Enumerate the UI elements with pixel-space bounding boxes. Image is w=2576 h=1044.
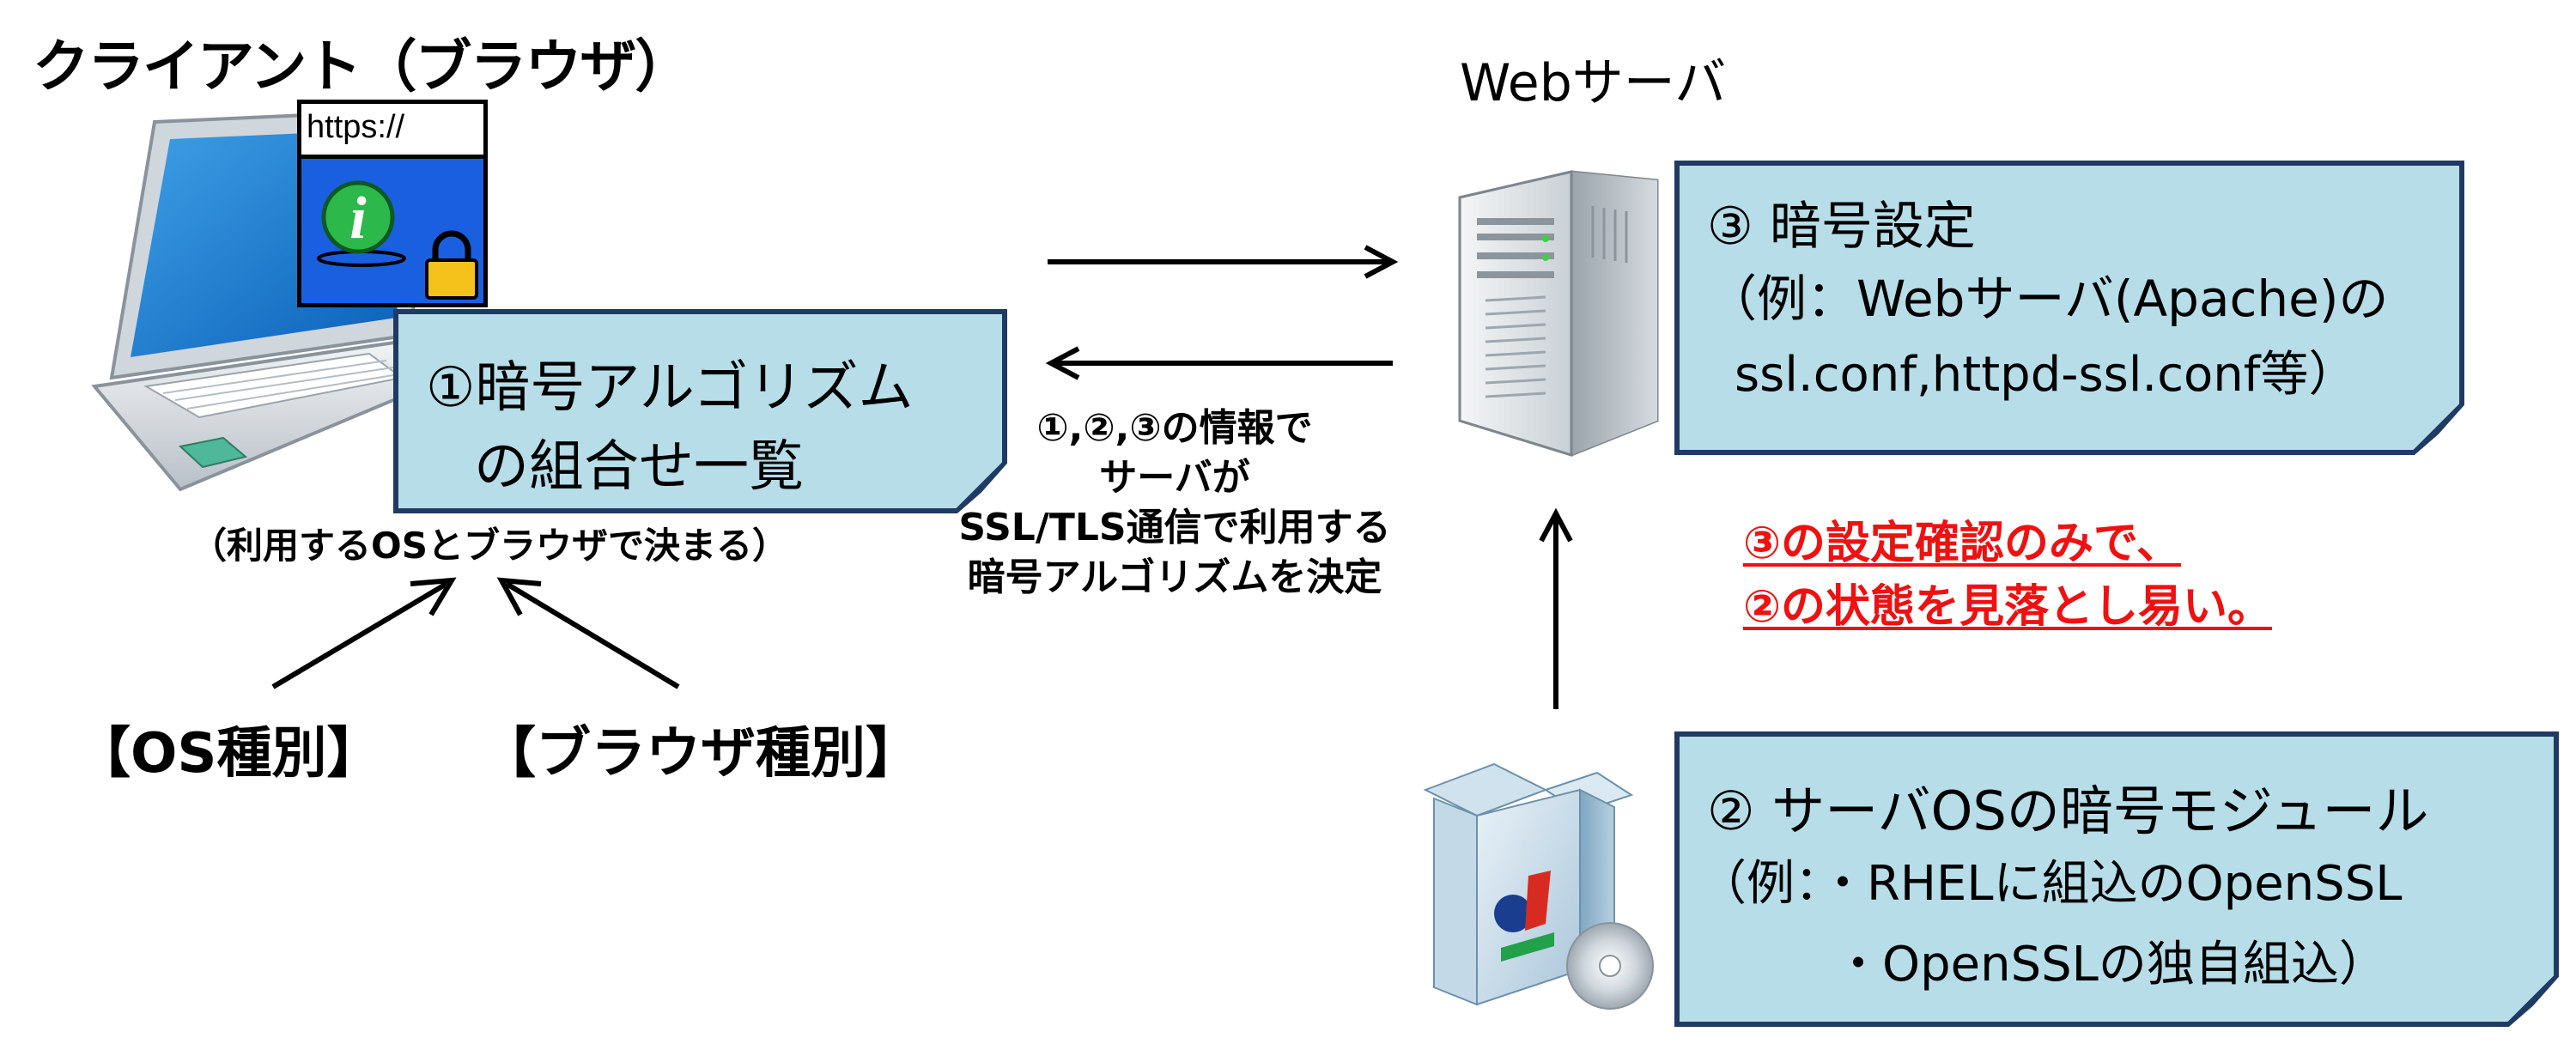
browser-window-icon: https:// i [297,100,488,307]
description-line3: SSL/TLS通信で利用する [958,506,1391,549]
client-title: クライアント（ブラウザ） [33,33,691,100]
cipher-list-caption: （利用するOSとブラウザで決まる） [191,525,788,567]
folded-corner-icon [954,460,1007,513]
cipher-config-line3: ssl.conf,httpd-ssl.conf等） [1735,347,2357,403]
cipher-list-line2: の組合せ一覧 [474,435,804,499]
svg-text:i: i [349,185,367,252]
negotiation-description: ①,②,③の情報で サーバが SSL/TLS通信で利用する 暗号アルゴリズムを決… [934,404,1415,603]
server-title: Webサーバ [1460,53,1727,113]
cd-disc-icon [1566,922,1654,1010]
browser-type-arrowhead [496,577,542,616]
folded-corner-icon [2411,402,2464,455]
description-line2: サーバが [1099,456,1250,500]
description-line1: ①,②,③の情報で [1036,406,1313,450]
cipher-config-line1: ③ 暗号設定 [1707,197,1976,257]
server-module-line2: （例：・RHELに組込のOpenSSL [1698,856,2403,912]
description-line4: 暗号アルゴリズムを決定 [967,555,1382,599]
client-to-server-arrowhead [1364,245,1399,279]
server-to-client-arrowhead [1045,346,1080,380]
browser-type-arrow [505,581,680,689]
module-to-server-arrowhead [1539,507,1573,543]
cipher-config-line2: （例：Webサーバ(Apache)の [1707,270,2389,328]
os-type-arrowhead [410,577,457,616]
folded-corner-icon [2506,974,2559,1027]
warning-line2: ②の状態を見落とし易い。 [1743,581,2273,633]
server-module-line3: ・OpenSSLの独自組込） [1834,937,2387,992]
cipher-list-note: ①暗号アルゴリズム の組合せ一覧 [393,309,1007,513]
warning-text: ③の設定確認のみで、 ②の状態を見落とし易い。 [1743,512,2272,639]
cipher-list-line1: ①暗号アルゴリズム [426,356,914,420]
warning-line1: ③の設定確認のみで、 [1743,518,2181,569]
browser-type-label: 【ブラウザ種別】 [481,722,920,786]
server-module-line1: ② サーバOSの暗号モジュール [1707,780,2429,842]
padlock-icon [425,230,478,300]
os-type-arrow [271,581,448,689]
server-module-note: ② サーバOSの暗号モジュール （例：・RHELに組込のOpenSSL ・Ope… [1674,731,2559,1027]
os-type-label: 【OS種別】 [76,722,382,786]
cipher-config-note: ③ 暗号設定 （例：Webサーバ(Apache)の ssl.conf,httpd… [1674,161,2464,455]
browser-url-bar: https:// [301,104,483,159]
info-icon: i [317,180,406,267]
server-tower-icon [1458,170,1659,458]
